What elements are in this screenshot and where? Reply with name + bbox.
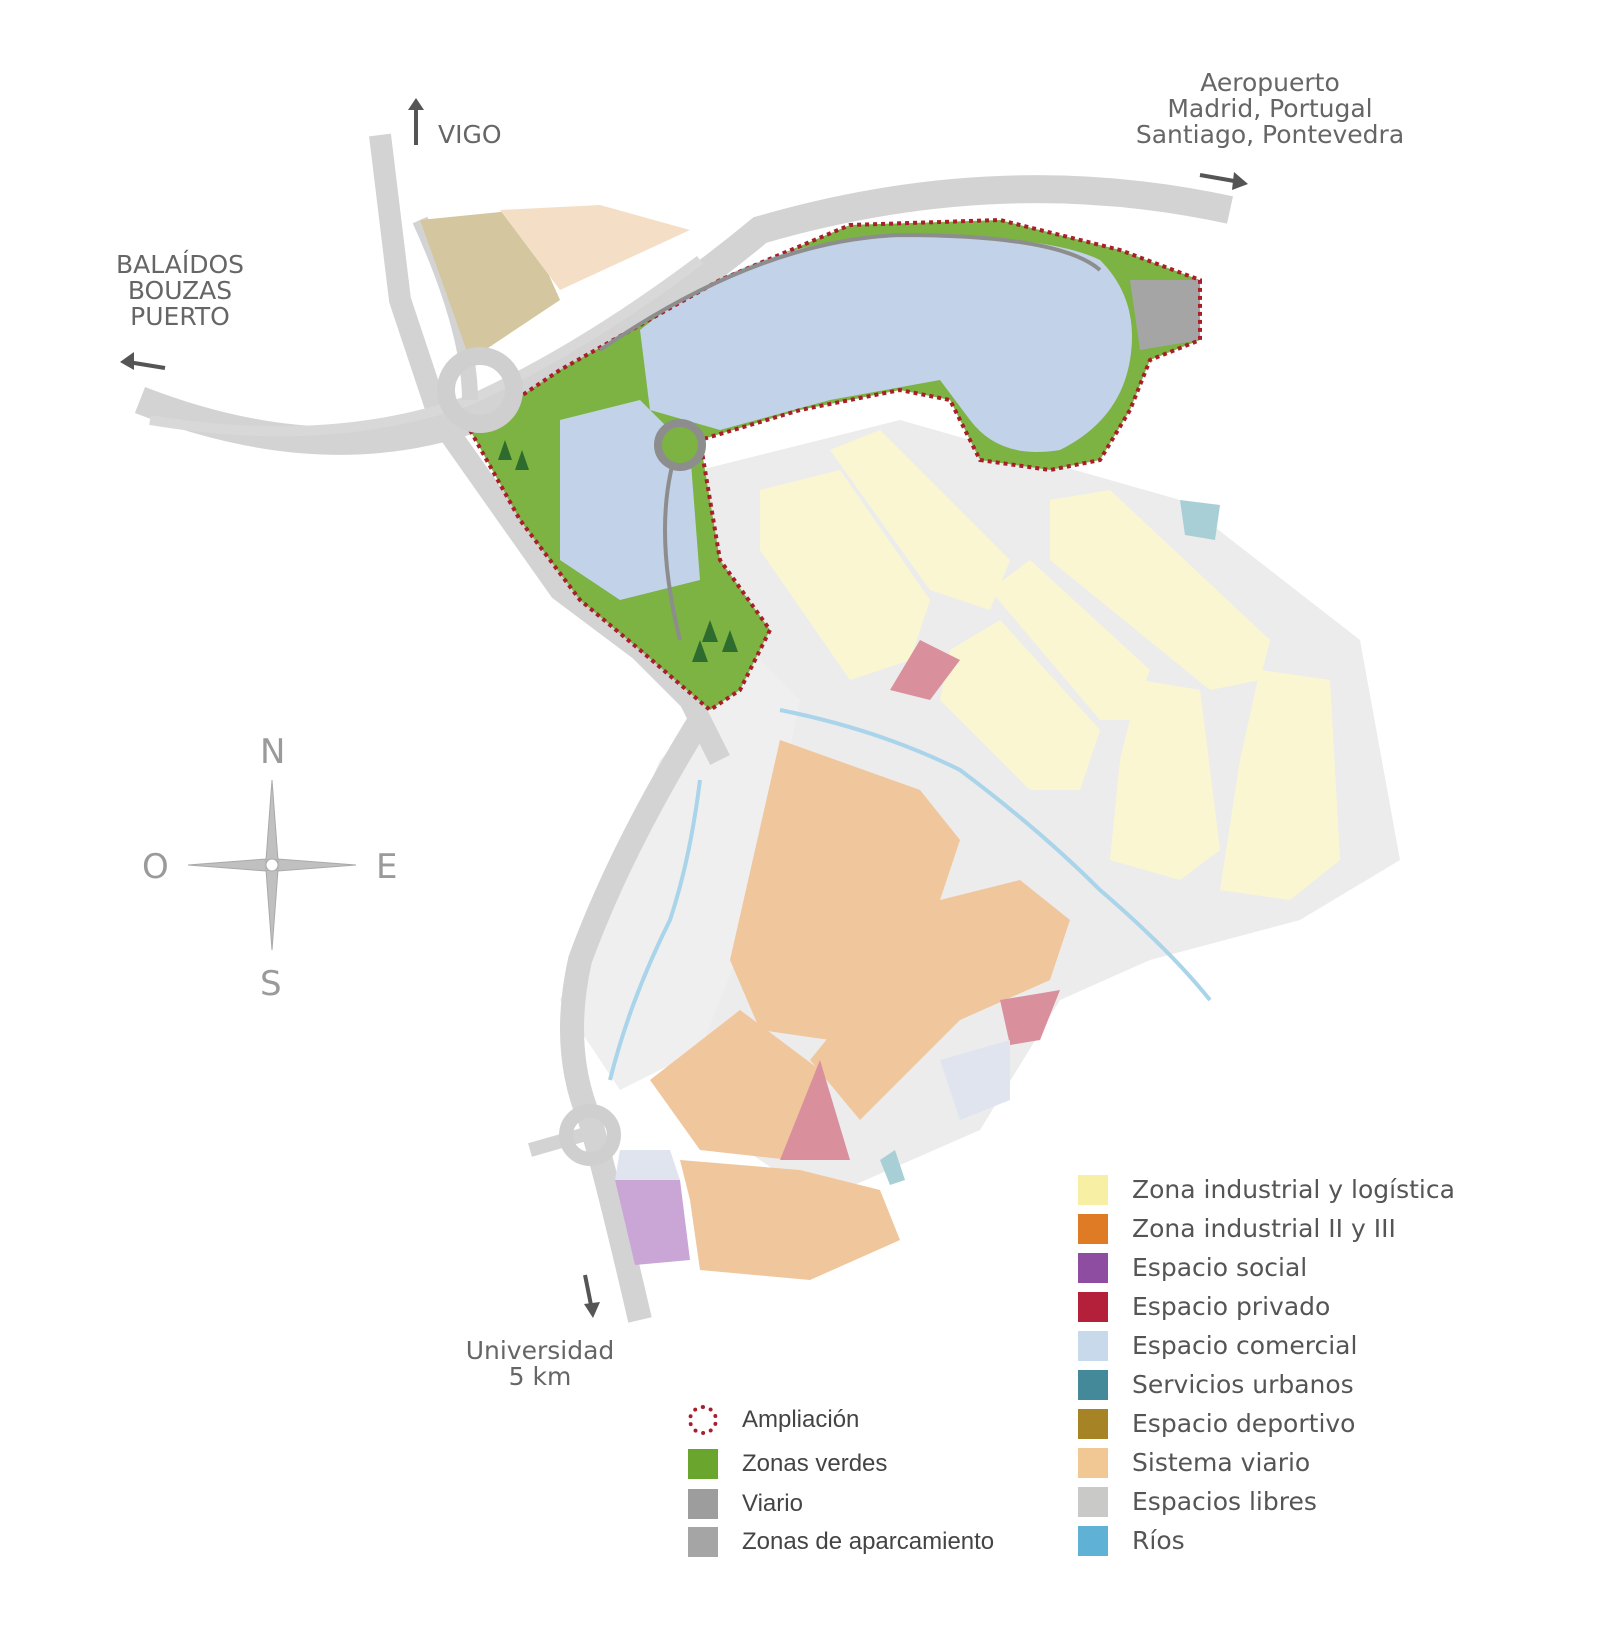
parking-area [1130, 280, 1200, 350]
industrial-parcel [680, 1160, 900, 1280]
label-west-line: BOUZAS [127, 276, 233, 305]
free-space-area [560, 660, 800, 1090]
label-vigo: VIGO [438, 120, 502, 149]
legend-label: Espacio comercial [1132, 1331, 1358, 1360]
label-university-line: 5 km [508, 1362, 572, 1391]
label-west-line: BALAÍDOS [115, 250, 245, 279]
legend-swatch [1078, 1214, 1108, 1244]
compass-west: O [142, 847, 169, 887]
roundabout [437, 347, 523, 433]
logistics-parcel [990, 560, 1150, 720]
industrial-parcel [650, 1010, 820, 1160]
private-parcel [1000, 990, 1060, 1045]
label-airport-line: Santiago, Pontevedra [1135, 120, 1405, 149]
river [608, 779, 702, 1081]
river [779, 708, 1212, 1002]
legend-swatch [1078, 1175, 1108, 1205]
compass-needle-w [187, 858, 267, 872]
logistics-parcel [1220, 670, 1340, 900]
legend-label: Sistema viario [1132, 1448, 1311, 1477]
arrow-west [127, 360, 166, 370]
legend-label: Zonas verdes [742, 1450, 888, 1477]
highway-inner [149, 255, 703, 437]
parcel-area [500, 205, 690, 290]
legend-label: Espacio privado [1132, 1292, 1331, 1321]
legend-label: Zonas de aparcamiento [742, 1528, 995, 1555]
highway-north [369, 133, 730, 765]
logistics-parcel [1110, 680, 1220, 880]
private-parcel [780, 1060, 850, 1160]
expansion-boundary [467, 217, 1202, 713]
legend-label: Espacios libres [1132, 1487, 1317, 1516]
commercial-parcel [615, 1150, 680, 1180]
industrial-parcel [810, 880, 1070, 1120]
legend-label: Ampliación [742, 1406, 860, 1433]
legend-swatch [688, 1527, 718, 1557]
legend-swatch [1078, 1448, 1108, 1478]
label-university: Universidad 5 km [455, 1338, 625, 1390]
compass-north: N [260, 732, 286, 772]
legend-swatch [1078, 1292, 1108, 1322]
commercial-parcel [940, 1040, 1010, 1120]
legend-swatch [688, 1489, 718, 1519]
legend-swatch [1078, 1487, 1108, 1517]
lake [640, 235, 1132, 452]
dotted-circle-icon [688, 1405, 718, 1435]
legend-swatch [1078, 1526, 1108, 1556]
label-university-line: Universidad [465, 1336, 615, 1365]
compass-rose [187, 779, 357, 951]
social-parcel [615, 1180, 690, 1265]
label-airport-line: Aeropuerto [1200, 68, 1340, 97]
label-airport-line: Madrid, Portugal [1167, 94, 1373, 123]
roundabout [559, 1104, 621, 1166]
highway-south [560, 713, 711, 1323]
legend-expansion: Ampliación Zonas verdes Viario Zonas de … [688, 1405, 1028, 1565]
legend-label: Espacio social [1132, 1253, 1308, 1282]
private-parcel [890, 640, 960, 700]
compass-needle-e [277, 858, 357, 872]
legend-swatch [688, 1449, 718, 1479]
logistics-parcel [760, 470, 930, 680]
parcel-area [420, 210, 560, 360]
legend-label: Ríos [1132, 1526, 1185, 1555]
roundabout [654, 419, 706, 471]
logistics-parcel [1050, 490, 1270, 690]
compass-needle-n [265, 779, 279, 861]
urban-services-parcel [1180, 500, 1220, 540]
legend-swatch [1078, 1331, 1108, 1361]
highway-west [134, 175, 1233, 455]
label-west-line: PUERTO [130, 302, 230, 331]
legend-label: Viario [742, 1490, 803, 1517]
legend-label: Servicios urbanos [1132, 1370, 1354, 1399]
legend-swatch [1078, 1253, 1108, 1283]
legend-label: Zona industrial II y III [1132, 1214, 1396, 1243]
urban-services-parcel [880, 1150, 905, 1185]
legend-label: Espacio deportivo [1132, 1409, 1356, 1438]
legend-swatch [1078, 1370, 1108, 1400]
logistics-parcel [940, 620, 1100, 790]
internal-road [598, 232, 1102, 352]
legend-label: Zona industrial y logística [1132, 1175, 1455, 1204]
trees [498, 440, 738, 662]
label-airport: Aeropuerto Madrid, Portugal Santiago, Po… [1120, 70, 1420, 148]
label-west: BALAÍDOS BOUZAS PUERTO [100, 252, 260, 330]
legend-swatch [1078, 1409, 1108, 1439]
direction-arrows [120, 98, 1248, 1318]
compass-south: S [260, 964, 282, 1004]
compass-needle-s [265, 869, 279, 951]
compass-east: E [376, 847, 398, 887]
legend-land-use: Zona industrial y logística Zona industr… [1078, 1175, 1478, 1565]
logistics-parcel [830, 430, 1010, 610]
